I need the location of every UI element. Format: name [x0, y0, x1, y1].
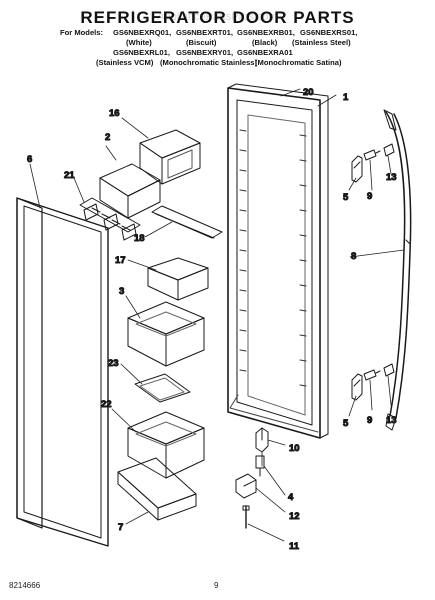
callout-17: 17: [115, 255, 126, 266]
callout-12: 12: [289, 511, 300, 522]
callout-5-bottom: 5: [343, 418, 349, 429]
handle-mount-bottom: [351, 373, 363, 401]
model-color: (Stainless Steel): [292, 38, 351, 47]
handle-mount-top: [351, 155, 363, 183]
callout-4: 4: [288, 492, 294, 503]
callout-1: 1: [343, 92, 349, 103]
door-bin-part-22: [127, 411, 205, 479]
trim-bar-part-18: [151, 205, 223, 239]
screw-bottom: [363, 369, 381, 381]
callout-2: 2: [105, 132, 110, 143]
hinge-pin-part-4: [255, 455, 265, 477]
model-number: GS6NBEXRY01,: [176, 48, 234, 57]
bottom-tray-part-7: [117, 457, 197, 521]
bottom-hinge-part-12: [235, 473, 257, 499]
model-row-2: (White) (Biscuit) (Black) (Stainless Ste…: [0, 38, 435, 48]
callout-20: 20: [303, 87, 314, 98]
door-panel: [227, 83, 329, 439]
model-row-1: For Models: GS6NBEXRQ01, GS6NBEXRT01, GS…: [0, 28, 435, 38]
model-color: (Monochromatic Stainless): [160, 58, 258, 67]
callout-9-top: 9: [367, 191, 372, 202]
model-number: GS6NBEXRL01,: [113, 48, 170, 57]
callout-5-top: 5: [343, 192, 349, 203]
model-row-4: (Stainless VCM) (Monochromatic Stainless…: [0, 58, 435, 68]
leader-lines: [29, 88, 405, 542]
model-number: GS6NBEXRT01,: [176, 28, 233, 37]
callout-21: 21: [64, 170, 75, 181]
dairy-bin-part-16: [139, 129, 201, 185]
door-gasket: [16, 197, 109, 547]
model-list: For Models: GS6NBEXRQ01, GS6NBEXRT01, GS…: [0, 28, 435, 68]
model-number: GS6NBEXRQ01,: [113, 28, 172, 37]
model-number: GS6NBEXRA01: [237, 48, 293, 57]
model-number: GS6NBEXRB01,: [237, 28, 295, 37]
dairy-door-part-2: [99, 163, 161, 219]
model-color: (Black): [252, 38, 278, 47]
door-bin-part-17: [147, 257, 209, 301]
callout-11: 11: [289, 541, 300, 552]
hinge-bracket-part-10: [255, 427, 269, 467]
model-color: (Monochromatic Satina): [255, 58, 342, 67]
callout-18: 18: [134, 233, 145, 244]
tray-part-23: [134, 373, 191, 403]
end-cap-bottom: [383, 363, 395, 377]
callout-3: 3: [119, 286, 124, 297]
model-color: (Stainless VCM): [96, 58, 154, 67]
callout-13-top: 13: [386, 172, 397, 183]
model-number: GS6NBEXRS01,: [300, 28, 358, 37]
hinge-strip-part-21: [79, 197, 141, 241]
callout-13-bottom: 13: [386, 415, 397, 426]
screw-top: [363, 149, 381, 161]
end-cap-top: [383, 143, 395, 157]
door-bin-part-3: [127, 301, 205, 367]
watermark: AppliancePartsPros.com: [157, 11, 278, 23]
callout-labels: 1 2 3 4 5 5 6 7 8 9 9 10 11 12 13 13 16 …: [27, 87, 398, 553]
screw-part-11: [242, 505, 250, 529]
page-number: 9: [214, 581, 219, 590]
model-color: (White): [126, 38, 152, 47]
callout-8: 8: [351, 251, 356, 262]
model-row-3: GS6NBEXRL01, GS6NBEXRY01, GS6NBEXRA01: [0, 48, 435, 58]
models-prefix: For Models:: [60, 28, 104, 37]
callout-16: 16: [109, 108, 120, 119]
callout-23: 23: [108, 358, 119, 369]
model-color: (Biscuit): [186, 38, 217, 47]
callout-9-bottom: 9: [367, 415, 372, 426]
callout-7: 7: [118, 522, 123, 533]
callout-22: 22: [101, 399, 112, 410]
page-title: REFRIGERATOR DOOR PARTS: [80, 8, 355, 27]
callout-6: 6: [27, 154, 32, 165]
callout-10: 10: [289, 443, 300, 454]
document-number: 8214666: [9, 581, 41, 590]
